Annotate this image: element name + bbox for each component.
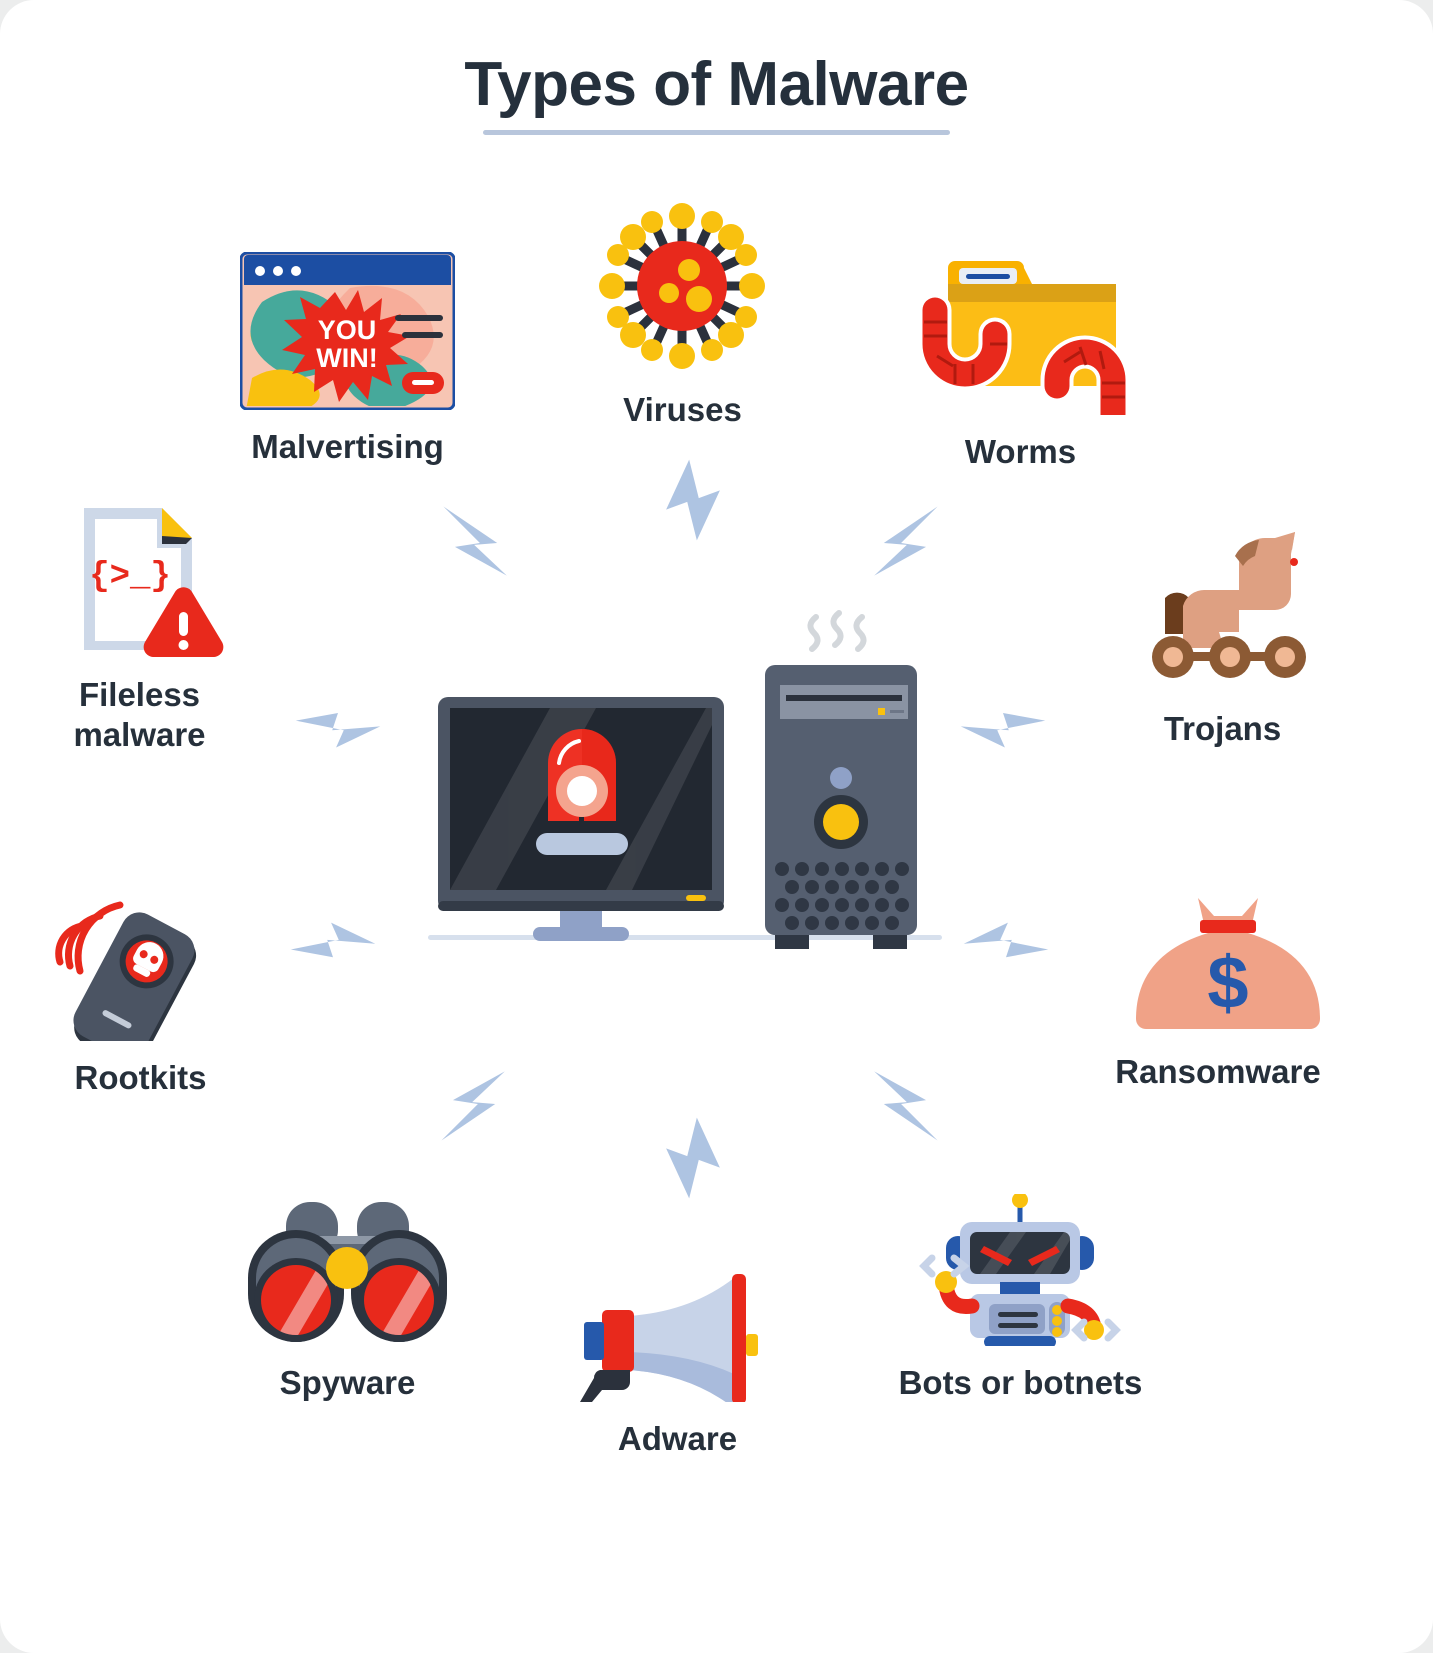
- lightning-bolt-icon: [960, 712, 1046, 748]
- lightning-bolt-icon: [666, 1117, 720, 1199]
- remote-control-skull-icon: [55, 901, 197, 1066]
- skull-icon: [133, 942, 164, 977]
- node-label: Trojans: [1163, 710, 1282, 747]
- steam-icon: [807, 610, 867, 652]
- rootkits-art: [48, 886, 233, 1066]
- node-viruses[interactable]: Viruses: [595, 198, 770, 430]
- code-document-warning-icon: {>_}: [84, 508, 224, 657]
- virus-body: [637, 241, 727, 331]
- center-infected-computer: [420, 605, 950, 970]
- lightning-bolt-icon: [443, 506, 507, 576]
- title-block: Types of Malware: [0, 50, 1433, 136]
- spyware-art: [230, 1196, 465, 1351]
- binoculars-icon: [248, 1202, 447, 1342]
- dollar-symbol: $: [1207, 941, 1248, 1024]
- worms-art: [908, 250, 1133, 431]
- lightning-bolt-icon: [295, 712, 381, 748]
- ransomware-art: $: [1108, 890, 1328, 1040]
- virus-spike-tips: [599, 203, 765, 369]
- infected-computer-icon: [428, 610, 942, 949]
- vent-grid: [775, 862, 909, 930]
- node-label: Bots or botnets: [898, 1364, 1143, 1401]
- lightning-bolt-icon: [963, 922, 1049, 958]
- malvertising-art: YOU WIN!: [239, 251, 456, 415]
- wheels: [1152, 636, 1306, 678]
- node-ransomware[interactable]: $ Ransomware: [1108, 890, 1328, 1092]
- node-adware[interactable]: Adware: [580, 1272, 775, 1459]
- node-rootkits[interactable]: Rootkits: [48, 886, 233, 1098]
- folder-worms-icon: [918, 261, 1130, 431]
- trojan-horse-icon: [1152, 532, 1306, 678]
- adware-art: [580, 1272, 775, 1408]
- remote-body: [73, 912, 197, 1066]
- money-bag-dollar-icon: $: [1136, 898, 1320, 1029]
- lightning-bolt-icon: [441, 1071, 505, 1141]
- fileless-art: {>_}: [42, 498, 237, 663]
- node-trojans[interactable]: Trojans: [1125, 532, 1320, 749]
- ad-text-line2: WIN!: [316, 343, 377, 373]
- lightning-bolt-icon: [874, 506, 938, 576]
- viruses-art: [595, 198, 770, 378]
- virus-icon: [599, 203, 765, 369]
- node-label: Spyware: [279, 1364, 416, 1401]
- bots-art: [888, 1192, 1153, 1351]
- megaphone-icon: [580, 1274, 758, 1408]
- lightning-bolt-icon: [290, 922, 376, 958]
- node-label: Viruses: [623, 391, 742, 428]
- alarm-light-icon: [536, 729, 628, 855]
- title-underline: [483, 130, 950, 136]
- node-bots[interactable]: Bots or botnets: [888, 1192, 1153, 1403]
- lightning-bolt-icon: [666, 459, 720, 541]
- signal-waves-icon: [55, 901, 124, 975]
- computer-tower: [765, 665, 917, 949]
- node-malvertising[interactable]: YOU WIN! Malvertising: [239, 251, 456, 467]
- node-label: Fileless malware: [73, 676, 206, 754]
- lightning-bolt-icon: [874, 1071, 938, 1141]
- node-fileless-malware[interactable]: {>_} Fileless malware: [42, 498, 237, 756]
- desk-line: [428, 935, 942, 940]
- trojans-art: [1125, 532, 1320, 697]
- node-label: Ransomware: [1115, 1053, 1321, 1090]
- robot-icon: [919, 1192, 1121, 1348]
- node-label: Malvertising: [251, 428, 444, 465]
- code-text: {>_}: [89, 558, 171, 596]
- page-title: Types of Malware: [464, 50, 969, 119]
- node-label: Worms: [964, 433, 1077, 470]
- node-worms[interactable]: Worms: [908, 250, 1133, 472]
- ad-text-line1: YOU: [318, 315, 377, 345]
- node-label: Rootkits: [74, 1059, 207, 1096]
- node-spyware[interactable]: Spyware: [230, 1196, 465, 1403]
- computer-monitor: [438, 697, 724, 941]
- node-label: Adware: [617, 1420, 738, 1457]
- browser-ad-window-icon: YOU WIN!: [239, 251, 456, 411]
